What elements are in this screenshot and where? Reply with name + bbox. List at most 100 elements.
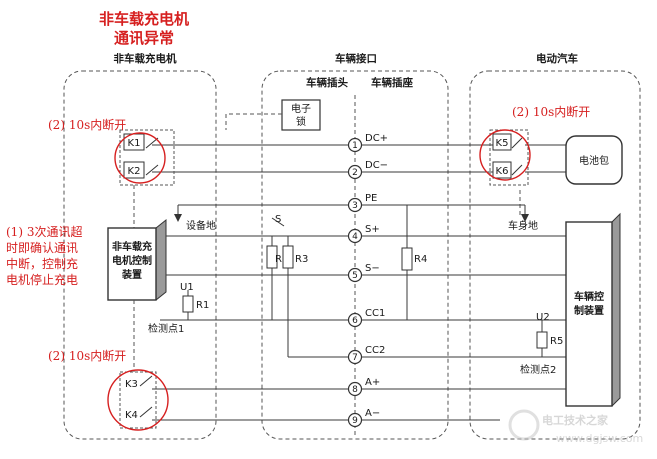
k3-k4-housing [119,371,157,429]
k2-label: K2 [128,166,141,177]
pin-3-circle [347,197,363,213]
diagram-title-line2: 通讯异常 [114,29,174,47]
section-interface-label: 车辆接口 [335,52,377,65]
check-point-1-label: 检测点1 [148,322,184,335]
socket-label: 车辆插座 [371,76,413,89]
r1-resistor [182,295,194,313]
watermark-logo-icon [508,409,540,441]
k1-k2-highlight [114,132,166,184]
k5-label: K5 [496,138,509,149]
k2-box [123,161,145,179]
k2-switch [145,164,159,176]
r4-label: R4 [414,254,427,265]
k5-box [492,133,512,151]
equipment-ground-label: 设备地 [186,219,216,232]
pin-7-label: CC2 [365,345,385,356]
pin-3-number: 3 [352,201,358,211]
electronic-lock-label-2: 锁 [296,115,306,128]
pin-1-label: DC+ [365,133,388,144]
k3-label: K3 [125,379,138,390]
pin-5-number: 5 [352,271,358,281]
diagram-title-line1: 非车载充电机 [99,10,189,28]
s-switch-label: S [275,214,281,225]
lock-control-line [225,113,282,130]
section-charger-label: 非车载充电机 [114,52,177,65]
pin-6-number: 6 [352,316,358,326]
pin-1-circle [347,137,363,153]
r2-resistor [266,245,278,269]
timeout-note-line3: 中断，控制充 [6,256,78,271]
k1-label: K1 [128,138,141,149]
r1-label: R1 [196,300,209,311]
pin-2-label: DC− [365,160,388,171]
battery-pack-label: 电池包 [579,154,609,167]
vehicle-control-unit [565,221,613,407]
section-vehicle-label: 电动汽车 [536,52,578,65]
k5-k6-highlight [479,129,531,181]
k4-label: K4 [125,410,138,421]
charger-control-label-2: 电机控制 [112,254,152,267]
electronic-lock-label-1: 电子 [291,102,311,115]
timeout-note-line4: 电机停止充电 [6,272,78,287]
timeout-note-line1: (1) 3次通讯超 [6,224,82,239]
r4-resistor [401,247,413,271]
plug-label: 车辆插头 [306,76,348,89]
k3-k4-highlight [107,369,169,431]
k5-switch [511,137,523,149]
s-switch [271,217,285,227]
battery-pack [565,135,623,185]
k6-label: K6 [496,166,509,177]
pin-8-circle [347,381,363,397]
pin-9-number: 9 [352,416,358,426]
interface-region [261,70,449,440]
vehicle-control-label-2: 制装置 [574,304,604,317]
pin-5-circle [347,267,363,283]
body-ground-label: 车身地 [508,219,538,232]
r3-resistor [282,245,294,269]
check-point-2-label: 检测点2 [520,363,556,376]
k1-k2-note: (2) 10s内断开 [48,117,126,132]
k5-k6-housing [489,129,529,186]
charger-region [63,70,217,440]
pin-9-circle [347,412,363,428]
charger-control-unit [107,227,157,301]
pin-9-label: A− [365,408,380,419]
pin-8-number: 8 [352,385,358,395]
pin-3-label: PE [365,193,377,204]
k6-switch [511,164,523,176]
r3-label: R3 [295,254,308,265]
pin-4-circle [347,228,363,244]
watermark-url: www.dgjsw.com [556,432,643,445]
pin-4-number: 4 [352,232,358,242]
k6-box [492,161,512,179]
k1-k2-housing [119,129,175,186]
pin-6-circle [347,312,363,328]
k3-switch [139,375,153,387]
charger-control-label-1: 非车载充 [112,240,152,253]
r5-label: R5 [550,336,563,347]
pin-2-number: 2 [352,168,358,178]
r5-resistor [536,331,548,349]
pin-2-circle [347,164,363,180]
pin-5-label: S− [365,263,380,274]
pin-7-circle [347,349,363,365]
u2-label: U2 [536,312,550,323]
pin-7-number: 7 [352,353,358,363]
electronic-lock [281,99,321,131]
vehicle-control-label-1: 车辆控 [574,290,604,303]
pin-4-label: S+ [365,224,380,235]
u1-label: U1 [180,282,194,293]
watermark: 电工技术之家 www.dgjsw.com [508,409,643,445]
timeout-note-line2: 时即确认通讯 [6,241,78,255]
r2-label: R2 [275,254,288,265]
pin-1-number: 1 [352,141,358,151]
k4-switch [139,406,153,418]
charger-control-label-3: 装置 [121,268,142,281]
pin-6-label: CC1 [365,308,385,319]
watermark-brand: 电工技术之家 [542,413,609,427]
k5-k6-note: (2) 10s内断开 [512,104,590,119]
k3-k4-note: (2) 10s内断开 [48,348,126,363]
vehicle-region [469,70,641,440]
